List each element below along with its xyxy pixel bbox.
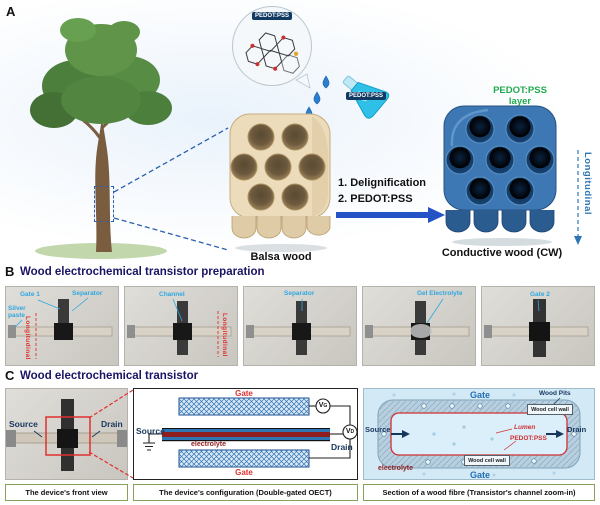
- longitudinal-label-b1: Longitudinal: [24, 316, 31, 360]
- schematic-electrolyte-label: electrolyte: [191, 441, 227, 448]
- step-1-label: 1. Delignification: [338, 177, 427, 189]
- zoom-drain-label: Drain: [567, 425, 587, 434]
- wood-fibre-zoom-panel: Gate Wood Pits Wood cell wall Source Dra…: [363, 388, 595, 480]
- step-2-label: 2. PEDOT:PSS: [338, 193, 413, 205]
- gate2-label: Gate 2: [530, 291, 550, 298]
- silver-paste-label: Silver paste: [8, 305, 26, 320]
- schematic-drain-label: Drain: [331, 442, 353, 452]
- schematic-source-label: Source: [136, 426, 165, 436]
- longitudinal-label-b2: Longitudinal: [221, 313, 228, 357]
- device-photo-graphic: [365, 298, 470, 355]
- caption-zoom: Section of a wood fibre (Transistor's ch…: [363, 484, 595, 501]
- zoom-electrolyte-label: electrolyte: [378, 465, 414, 472]
- lumen-label: Lumen: [514, 424, 536, 431]
- front-source-label: Source: [9, 419, 38, 429]
- longitudinal-label-a: Longitudinal: [582, 152, 593, 215]
- wood-fibre-graphic: [377, 392, 581, 477]
- conductive-wood-illustration: [443, 105, 557, 246]
- oect-schematic-graphic: [143, 397, 358, 468]
- gel-electrolyte-label: Gel Electrolyte: [417, 290, 463, 297]
- panel-b: B Wood electrochemical transistor prepar…: [0, 264, 600, 368]
- wood-pits-label: Wood Pits: [539, 390, 571, 397]
- channel-label: Channel: [159, 291, 185, 298]
- device-photo-graphic: [246, 299, 351, 355]
- tree-illustration: [30, 18, 172, 259]
- balsa-wood-illustration: [229, 113, 331, 252]
- device-photo-graphic: [8, 297, 113, 359]
- cw-caption: Conductive wood (CW): [441, 247, 563, 259]
- panel-b-letter: B: [5, 264, 15, 279]
- vd-main: V: [345, 428, 351, 435]
- zoom-source-label: Source: [365, 425, 391, 434]
- droplet-icon: [305, 75, 330, 120]
- prep-photo-4: Gel Electrolyte: [362, 286, 476, 366]
- device-photo-graphic: [6, 399, 127, 471]
- molecule-structure-icon: [245, 32, 300, 74]
- caption-configuration: The device's configuration (Double-gated…: [133, 484, 358, 501]
- balsa-caption: Balsa wood: [250, 251, 312, 263]
- vg-main: V: [318, 402, 324, 409]
- panel-b-title: Wood electrochemical transistor preparat…: [20, 266, 265, 278]
- panel-a-overlay-lines: [113, 73, 582, 251]
- molecule-bubble: [232, 6, 312, 86]
- prep-photo-3: Separator: [243, 286, 357, 366]
- zoom-gate-bottom-label: Gate: [469, 470, 490, 480]
- zoom-gate-top-label: Gate: [469, 390, 490, 400]
- pedot-layer-label: PEDOT:PSS layer: [493, 85, 547, 107]
- molecule-label: PEDOT:PSS: [252, 12, 293, 20]
- flask-label: PEDOT:PSS: [346, 92, 387, 100]
- pedot-pss-label: PEDOT:PSS: [510, 435, 547, 442]
- vd-sub: D: [350, 429, 355, 435]
- panel-c-letter: C: [5, 368, 15, 383]
- front-drain-label: Drain: [101, 419, 123, 429]
- caption-front-view: The device's front view: [5, 484, 128, 501]
- device-configuration-schematic: Gate Gate Source Drain electrolyte VG VD: [133, 388, 358, 480]
- prep-photo-2: Channel Longitudinal: [124, 286, 238, 366]
- device-photo-graphic: [484, 299, 589, 357]
- vg-sub: G: [323, 403, 328, 409]
- separator-label-1: Separator: [72, 290, 103, 297]
- device-photo-graphic: [127, 298, 232, 357]
- schematic-gate-bottom-label: Gate: [235, 468, 253, 477]
- vd-symbol: VD: [343, 426, 357, 438]
- separator-label-3: Separator: [284, 290, 315, 297]
- wood-cell-wall-label-bottom: Wood cell wall: [464, 455, 510, 466]
- process-arrow: [336, 207, 445, 223]
- schematic-gate-top-label: Gate: [235, 389, 253, 398]
- panel-c-title: Wood electrochemical transistor: [20, 370, 199, 382]
- panel-a-letter: A: [6, 4, 16, 19]
- device-front-view-photo: Source Drain: [5, 388, 128, 480]
- wood-cell-wall-label-top: Wood cell wall: [527, 404, 573, 415]
- trunk-highlight-box: [94, 186, 114, 222]
- gate1-label: Gate 1: [20, 291, 40, 298]
- prep-photo-5: Gate 2: [481, 286, 595, 366]
- panel-a: A: [0, 0, 600, 264]
- prep-photo-1: Gate 1 Separator Silver paste Longitudin…: [5, 286, 119, 366]
- panel-c: C Wood electrochemical transistor Source…: [0, 368, 600, 505]
- vg-symbol: VG: [316, 400, 330, 412]
